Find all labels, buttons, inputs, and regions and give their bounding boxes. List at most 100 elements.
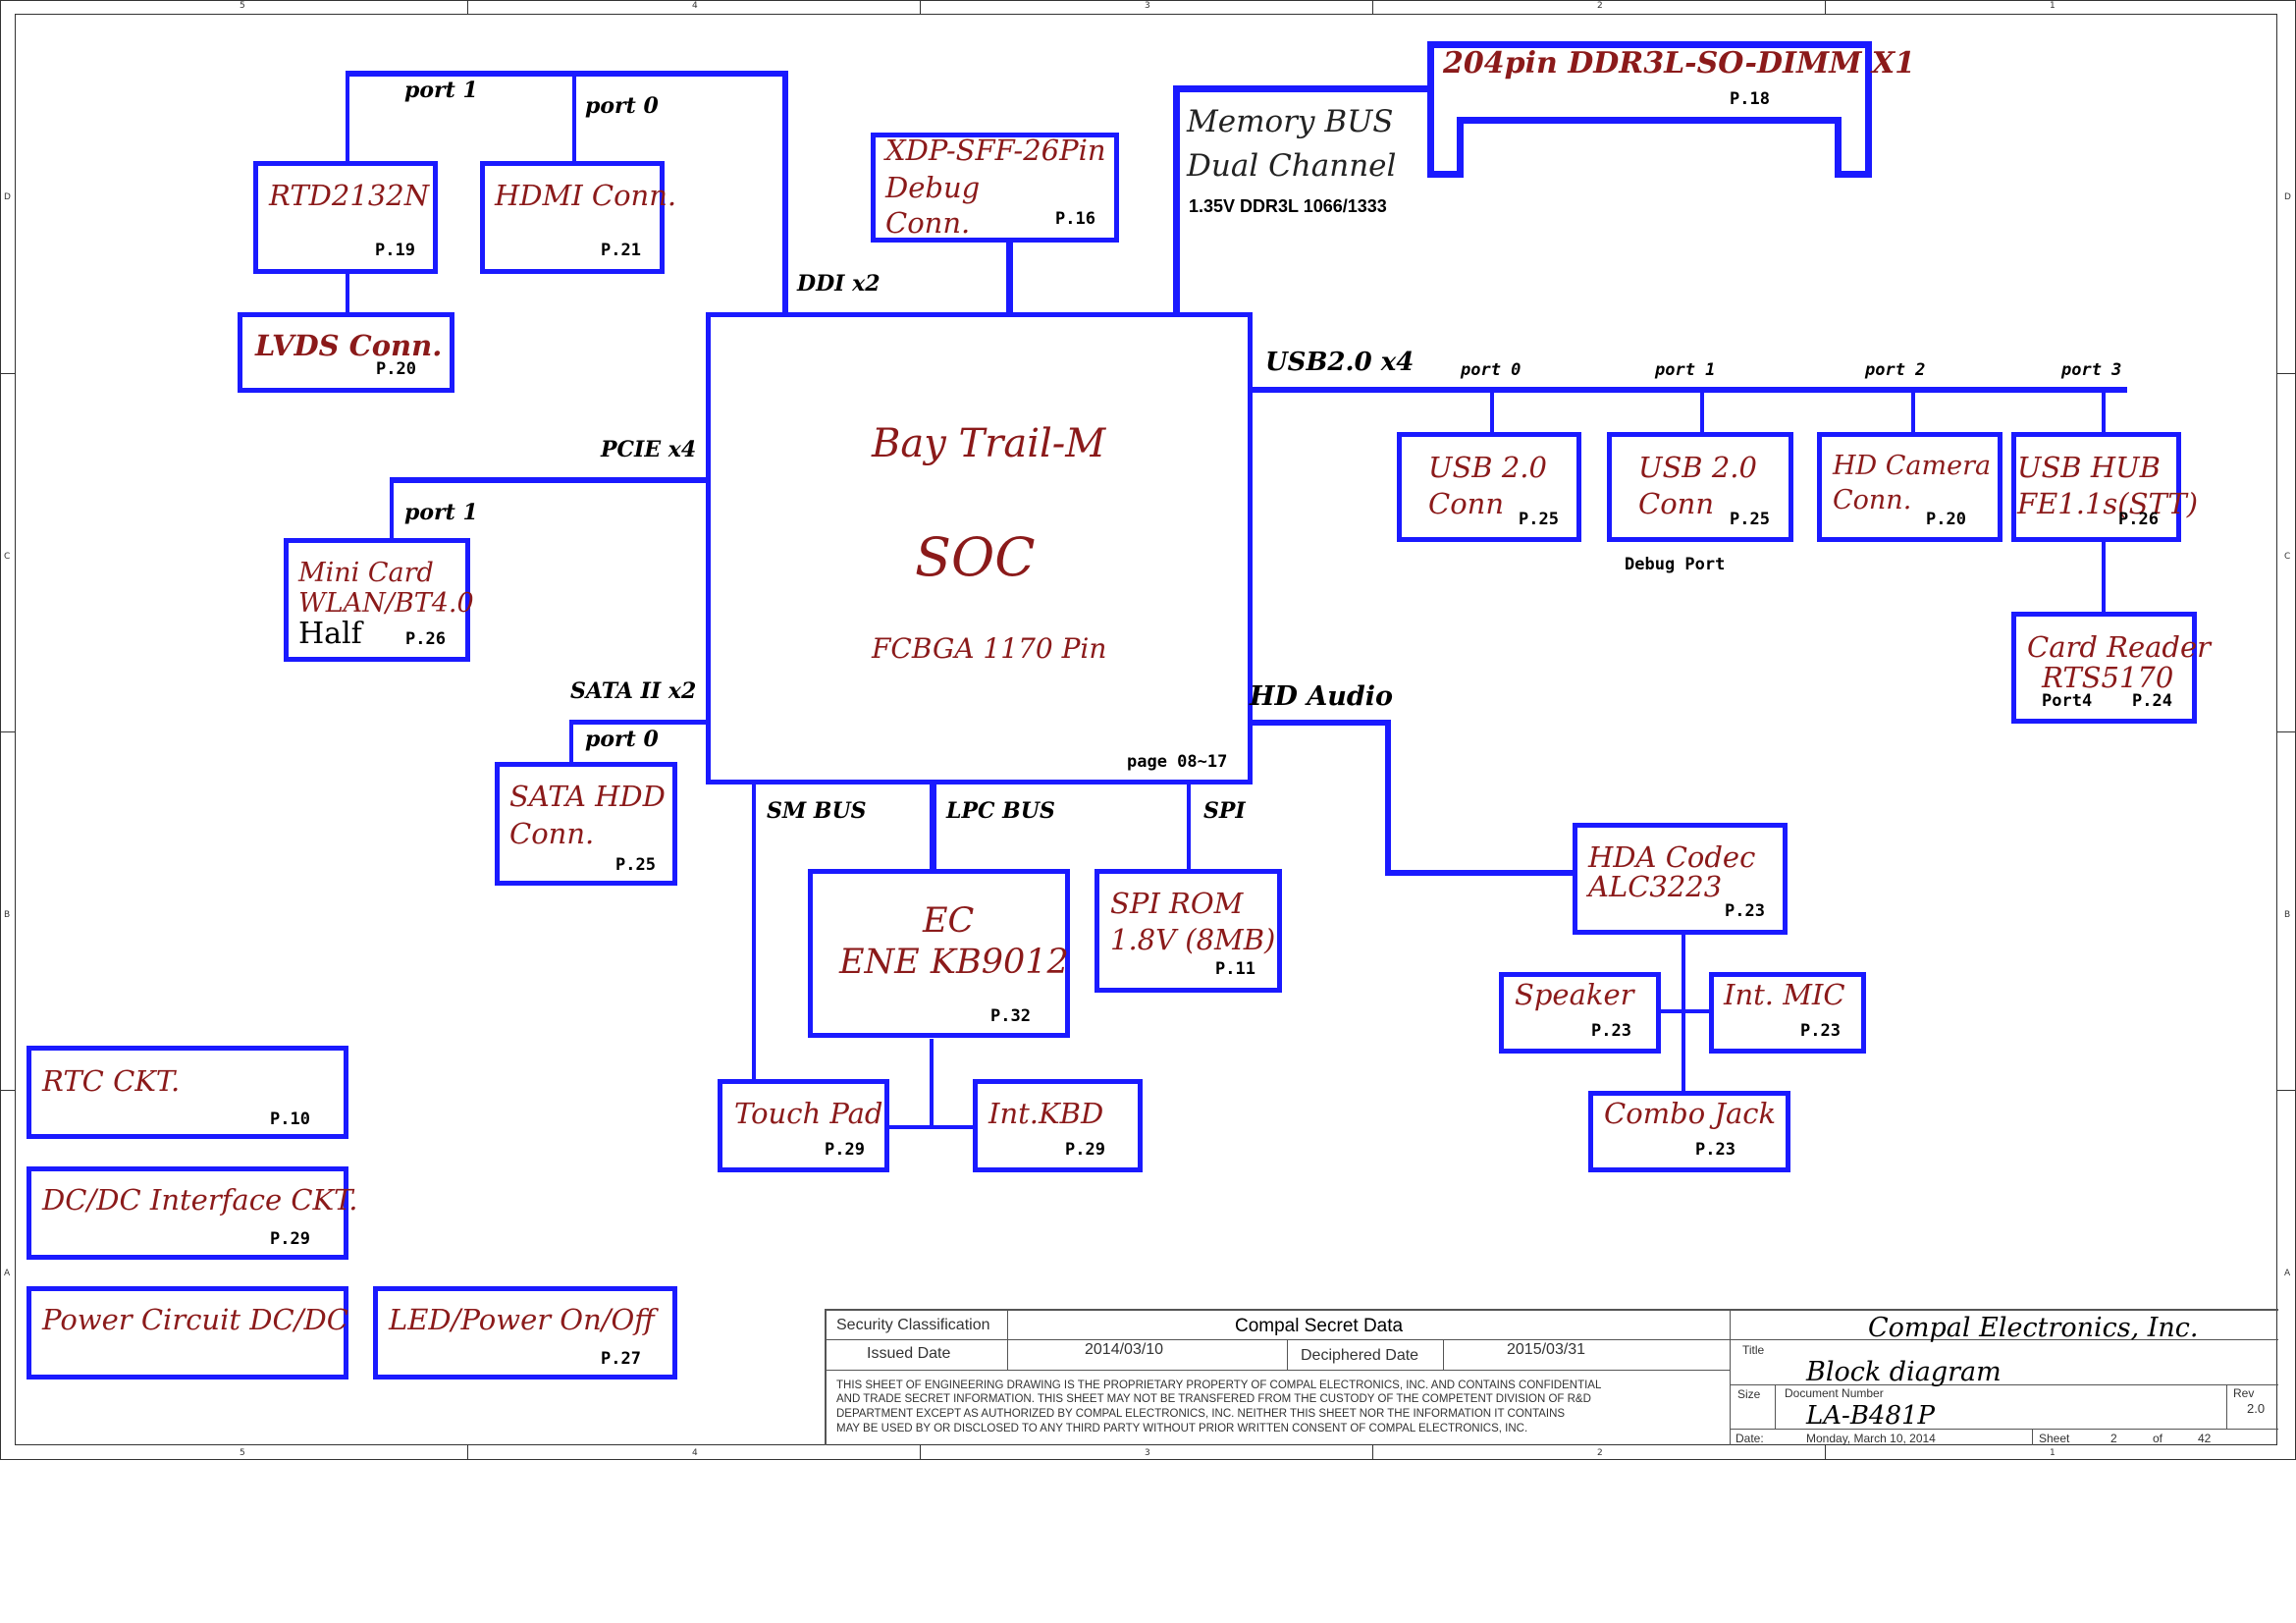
zone-label: A bbox=[4, 1269, 11, 1278]
hub-card-wire bbox=[2102, 540, 2106, 615]
zone-label: B bbox=[2284, 910, 2291, 920]
zone-tick bbox=[0, 373, 15, 374]
soc-package: FCBGA 1170 Pin bbox=[872, 632, 1107, 665]
zone-label: 3 bbox=[1145, 1448, 1150, 1458]
memory-bus-label: Memory BUS bbox=[1187, 104, 1394, 139]
card-reader-port: Port4 bbox=[2042, 691, 2093, 711]
titleblock-border bbox=[825, 1309, 827, 1445]
dual-channel-label: Dual Channel bbox=[1187, 148, 1397, 184]
smbus-wire bbox=[752, 780, 756, 1085]
zone-label: C bbox=[4, 552, 11, 562]
xdp-debug-block bbox=[871, 133, 1119, 243]
led-power-page: P.27 bbox=[601, 1349, 641, 1369]
soc-block bbox=[706, 312, 1253, 784]
ec-label-1: EC bbox=[923, 901, 975, 941]
dimm-outline bbox=[1427, 41, 1872, 48]
usb-conn-block-0 bbox=[1397, 432, 1581, 542]
zone-label: D bbox=[4, 192, 11, 202]
zone-label: 4 bbox=[692, 1, 698, 11]
xdp-page: P.16 bbox=[1055, 209, 1095, 229]
zone-tick bbox=[2277, 373, 2296, 374]
power-circuit-block bbox=[27, 1286, 348, 1380]
zone-tick bbox=[1825, 0, 1826, 14]
pcie-bus-wire bbox=[390, 477, 713, 483]
hd-audio-wire bbox=[1385, 870, 1581, 876]
codec-audio-wire bbox=[1682, 934, 1685, 1097]
lvds-conn-label: LVDS Conn. bbox=[255, 329, 443, 362]
sata-hdd-label-1: SATA HDD bbox=[509, 780, 666, 813]
rtd2132n-page: P.19 bbox=[375, 241, 415, 260]
lvds-conn-page: P.20 bbox=[376, 359, 416, 379]
card-reader-page: P.24 bbox=[2132, 691, 2172, 711]
combo-jack-block bbox=[1588, 1091, 1790, 1172]
dcdc-interface-block bbox=[27, 1166, 348, 1260]
usb-port2-label: port 2 bbox=[1865, 360, 1926, 380]
sheet-total: 42 bbox=[2198, 1432, 2212, 1445]
titleblock-line bbox=[1287, 1339, 1288, 1370]
dimm-outline bbox=[1835, 117, 1842, 178]
touch-pad-label: Touch Pad bbox=[734, 1097, 883, 1130]
titleblock-line bbox=[1775, 1384, 1776, 1429]
zone-tick bbox=[2277, 731, 2296, 732]
ec-block bbox=[808, 869, 1070, 1038]
smbus-label: SM BUS bbox=[767, 798, 867, 824]
inner-border bbox=[15, 14, 2277, 1445]
usb-hub-block bbox=[2011, 432, 2181, 542]
dimm-outline bbox=[1865, 41, 1872, 178]
zone-tick bbox=[467, 0, 468, 14]
speaker-block bbox=[1499, 972, 1661, 1054]
usb-hub-label-1: USB HUB bbox=[2017, 451, 2161, 484]
hda-codec-page: P.23 bbox=[1725, 901, 1765, 921]
date-label: Date: bbox=[1735, 1432, 1764, 1445]
dcdc-interface-label: DC/DC Interface CKT. bbox=[42, 1183, 358, 1217]
mini-card-page: P.26 bbox=[405, 629, 446, 649]
card-reader-block bbox=[2011, 612, 2197, 724]
led-power-label: LED/Power On/Off bbox=[389, 1303, 655, 1336]
size-label: Size bbox=[1737, 1387, 1761, 1401]
memory-bus-wire bbox=[1173, 85, 1430, 92]
usb-port0-label: port 0 bbox=[1461, 360, 1522, 380]
usb-hub-label-2: FE1.1s(STT) bbox=[2017, 487, 2199, 520]
zone-label: C bbox=[2284, 552, 2291, 562]
sheet-number: 2 bbox=[2110, 1432, 2117, 1445]
titleblock-line bbox=[1730, 1309, 1731, 1445]
rtc-ckt-page: P.10 bbox=[270, 1109, 310, 1129]
zone-label: A bbox=[2284, 1269, 2291, 1278]
ddi-bus-wire bbox=[782, 71, 788, 318]
sheet-label: Sheet bbox=[2039, 1432, 2070, 1445]
security-classification-label: Security Classification bbox=[836, 1317, 990, 1333]
soc-type: SOC bbox=[915, 526, 1036, 588]
spi-rom-block bbox=[1095, 869, 1282, 993]
deciphered-date-value: 2015/03/31 bbox=[1507, 1341, 1586, 1358]
lvds-conn-block bbox=[238, 312, 454, 393]
pcie-label: PCIE x4 bbox=[601, 437, 697, 462]
titleblock-line bbox=[1730, 1384, 2278, 1385]
sataii-label: SATA II x2 bbox=[570, 678, 697, 704]
zone-tick bbox=[467, 1445, 468, 1460]
rtc-ckt-block bbox=[27, 1046, 348, 1139]
title-value: Block diagram bbox=[1806, 1357, 2002, 1387]
usb-conn-1-label-2: Conn bbox=[1638, 487, 1715, 520]
lpc-bus-label: LPC BUS bbox=[946, 798, 1055, 824]
usb-bus-wire bbox=[1251, 387, 2127, 393]
lpc-bus-wire bbox=[930, 775, 936, 873]
hd-camera-block bbox=[1817, 432, 2002, 542]
zone-label: 2 bbox=[1597, 1448, 1603, 1458]
security-classification-value: Compal Secret Data bbox=[1235, 1316, 1404, 1336]
hdmi-conn-block bbox=[480, 161, 665, 274]
zone-label: 3 bbox=[1145, 1, 1150, 11]
card-reader-label-1: Card Reader bbox=[2027, 630, 2211, 664]
xdp-label-2: Debug bbox=[885, 171, 981, 204]
titleblock-line bbox=[825, 1339, 1730, 1340]
zone-tick bbox=[1825, 1445, 1826, 1460]
usb-port0-wire bbox=[1490, 387, 1494, 435]
confidential-notice: THIS SHEET OF ENGINEERING DRAWING IS THE… bbox=[836, 1380, 1602, 1391]
zone-tick bbox=[920, 1445, 921, 1460]
zone-label: D bbox=[2284, 192, 2291, 202]
mini-card-block bbox=[284, 538, 470, 662]
hdmi-conn-label: HDMI Conn. bbox=[495, 179, 677, 212]
sata-hdd-page: P.25 bbox=[615, 855, 656, 875]
int-kbd-page: P.29 bbox=[1065, 1140, 1105, 1160]
usb-conn-0-label-1: USB 2.0 bbox=[1428, 451, 1547, 484]
touch-pad-block bbox=[718, 1079, 889, 1172]
